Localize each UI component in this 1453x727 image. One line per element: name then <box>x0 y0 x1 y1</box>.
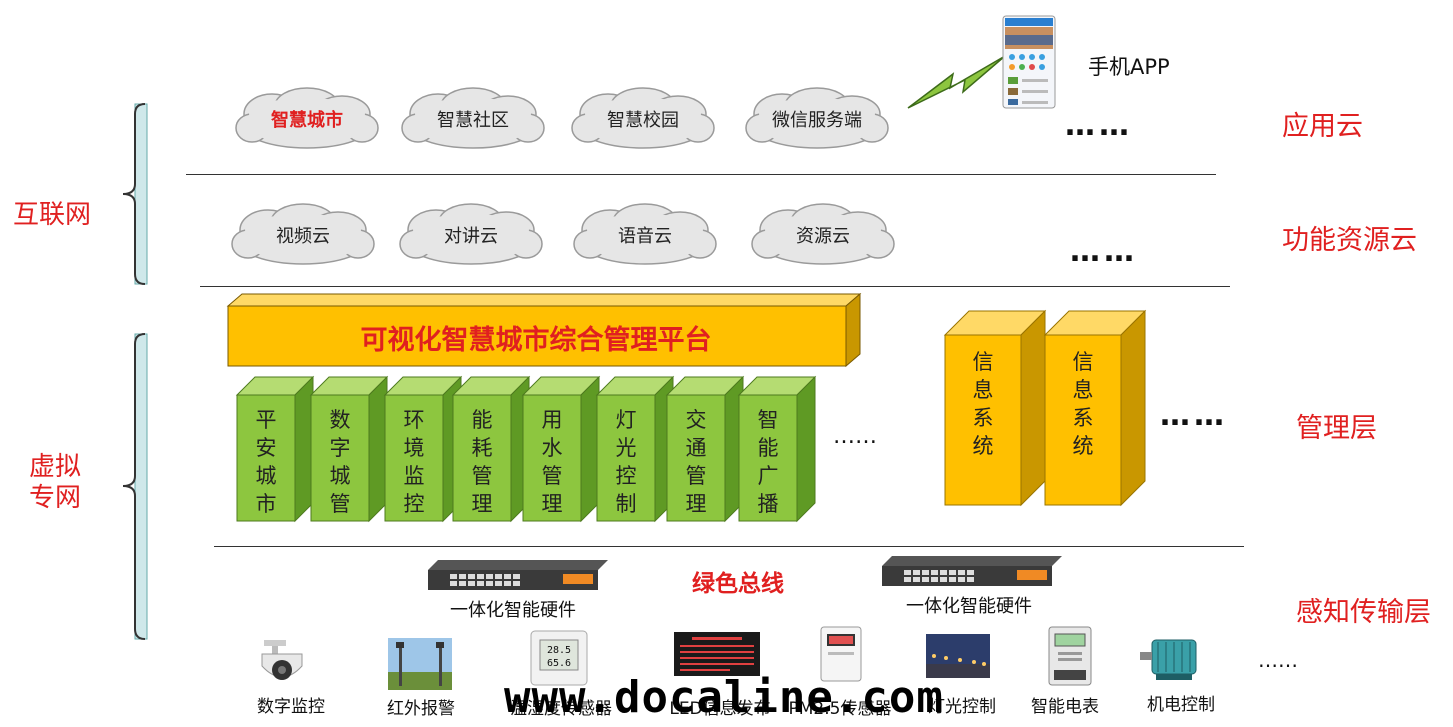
sensor-caption: 数字监控 <box>257 697 325 717</box>
info-system-label: 信 息 系 统 <box>972 350 994 458</box>
ellipsis-modules: …… <box>833 424 877 449</box>
ellipsis-mgmt: …… <box>1160 398 1228 433</box>
cloud-label: 语音云 <box>618 226 672 247</box>
private-net-bracket <box>122 333 148 640</box>
separator-func <box>200 286 1230 287</box>
internet-label: 互联网 <box>12 200 91 230</box>
cloud-node: 资源云 <box>748 200 898 270</box>
cloud-node: 智慧城市 <box>232 84 382 154</box>
layer-label-func-cloud: 功能资源云 <box>1282 225 1417 256</box>
phone-app-label: 手机APP <box>1088 55 1170 79</box>
phone-app-icon <box>1002 15 1056 109</box>
ellipsis-app: …… <box>1065 108 1133 143</box>
cloud-node: 智慧社区 <box>398 84 548 154</box>
cloud-label: 智慧校园 <box>607 110 679 131</box>
cloud-node: 语音云 <box>570 200 720 270</box>
street-light-icon <box>926 634 990 678</box>
sensor-caption: 机电控制 <box>1147 695 1215 715</box>
layer-label-sense: 感知传输层 <box>1296 597 1431 628</box>
platform-bar <box>226 292 862 368</box>
layer-label-mgmt: 管理层 <box>1296 413 1377 444</box>
cloud-node: 微信服务端 <box>742 84 892 154</box>
module-label: 能 耗 管 理 <box>471 408 493 516</box>
ellipsis-sensors: …… <box>1258 648 1298 672</box>
internet-bracket <box>122 103 148 285</box>
pm25-sensor-icon <box>820 626 862 682</box>
cloud-node: 对讲云 <box>396 200 546 270</box>
module-label: 智 能 广 播 <box>757 408 779 516</box>
cloud-node: 智慧校园 <box>568 84 718 154</box>
hardware-device-icon <box>882 556 1062 586</box>
cloud-label: 智慧社区 <box>437 110 509 131</box>
thermo-hygrometer-icon: 28.5 65.6 <box>530 630 588 686</box>
cloud-label: 视频云 <box>276 226 330 247</box>
sensor-caption: 温湿度传感器 <box>510 699 612 719</box>
layer-label-app-cloud: 应用云 <box>1282 111 1363 142</box>
ellipsis-func: …… <box>1070 234 1138 269</box>
smart-meter-icon <box>1048 626 1092 686</box>
separator-app <box>186 174 1216 175</box>
hardware-caption-left: 一体化智能硬件 <box>450 600 576 621</box>
sensor-caption: LED信息发布 <box>669 699 771 719</box>
platform-title: 可视化智慧城市综合管理平台 <box>360 325 712 356</box>
module-label: 用 水 管 理 <box>541 408 563 516</box>
module-label: 环 境 监 控 <box>403 408 425 516</box>
motor-icon <box>1140 639 1197 680</box>
green-bus-label: 绿色总线 <box>692 571 784 597</box>
cloud-label: 对讲云 <box>444 226 498 247</box>
wireless-lightning-icon <box>907 55 1006 109</box>
private-net-label: 虚拟 专网 <box>28 452 81 514</box>
cloud-node: 视频云 <box>228 200 378 270</box>
led-display-icon <box>674 632 760 676</box>
module-label: 交 通 管 理 <box>685 408 707 516</box>
sensor-caption: 灯光控制 <box>928 697 996 717</box>
camera-icon <box>261 640 303 680</box>
hardware-caption-right: 一体化智能硬件 <box>906 596 1032 617</box>
cloud-label: 微信服务端 <box>772 110 862 131</box>
sensor-caption: 智能电表 <box>1031 697 1099 717</box>
separator-mgmt <box>214 546 1244 547</box>
svg-text:65.6: 65.6 <box>547 658 571 669</box>
sensor-caption: 红外报警 <box>387 699 455 719</box>
module-label: 数 字 城 管 <box>329 408 351 516</box>
module-label: 平 安 城 市 <box>255 408 277 516</box>
watermark: www.docaline.com <box>504 672 944 723</box>
infrared-alarm-icon <box>388 638 452 690</box>
svg-text:28.5: 28.5 <box>547 645 571 656</box>
hardware-device-icon <box>428 560 608 590</box>
sensor-caption: PM2.5传感器 <box>788 699 892 719</box>
module-label: 灯 光 控 制 <box>615 408 637 516</box>
cloud-label: 智慧城市 <box>271 110 343 131</box>
info-system-label: 信 息 系 统 <box>1072 350 1094 458</box>
cloud-label: 资源云 <box>796 226 850 247</box>
